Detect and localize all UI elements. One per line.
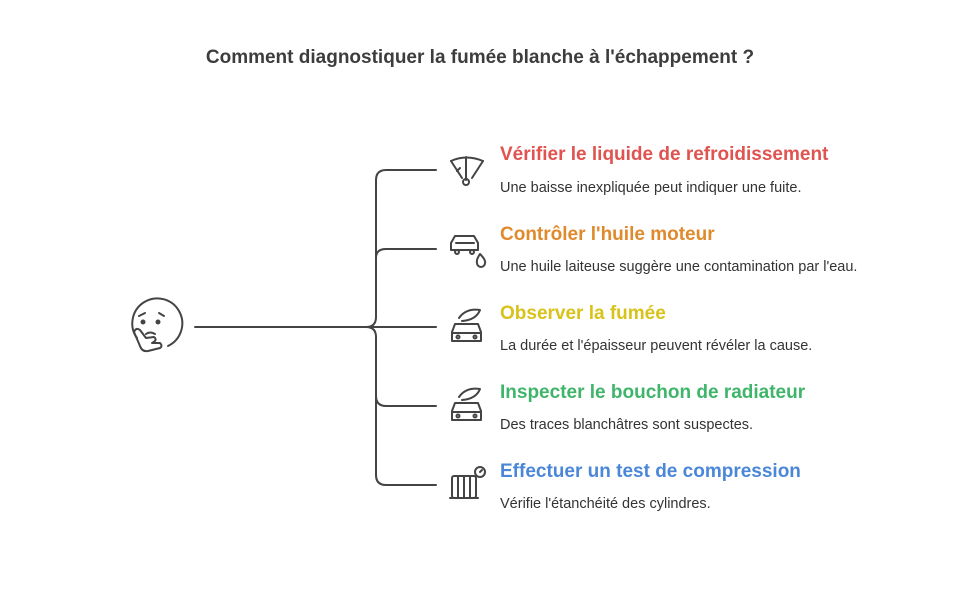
connector-lines (194, 169, 437, 486)
thinking-face-icon (131, 297, 184, 353)
car-radiator-icon (451, 387, 482, 421)
step-description-compression: Vérifie l'étanchéité des cylindres. (500, 496, 711, 512)
step-description-smoke: La durée et l'épaisseur peuvent révéler … (500, 338, 813, 354)
car-oil-drop-icon (450, 235, 487, 268)
step-description-oil: Une huile laiteuse suggère une contamina… (500, 259, 858, 275)
step-description-radiator-cap: Des traces blanchâtres sont suspectes. (500, 417, 754, 433)
step-description-coolant: Une baisse inexpliquée peut indiquer une… (500, 180, 802, 196)
step-title-radiator-cap: Inspecter le bouchon de radiateur (500, 382, 806, 403)
step-title-compression: Effectuer un test de compression (500, 461, 801, 482)
car-smoke-icon (451, 308, 482, 342)
step-title-oil: Contrôler l'huile moteur (500, 224, 715, 245)
step-title-coolant: Vérifier le liquide de refroidissement (500, 144, 829, 165)
page-title: Comment diagnostiquer la fumée blanche à… (205, 47, 755, 68)
coolant-reservoir-icon (450, 156, 484, 186)
step-title-smoke: Observer la fumée (500, 303, 666, 324)
compression-gauge-icon (449, 466, 486, 499)
